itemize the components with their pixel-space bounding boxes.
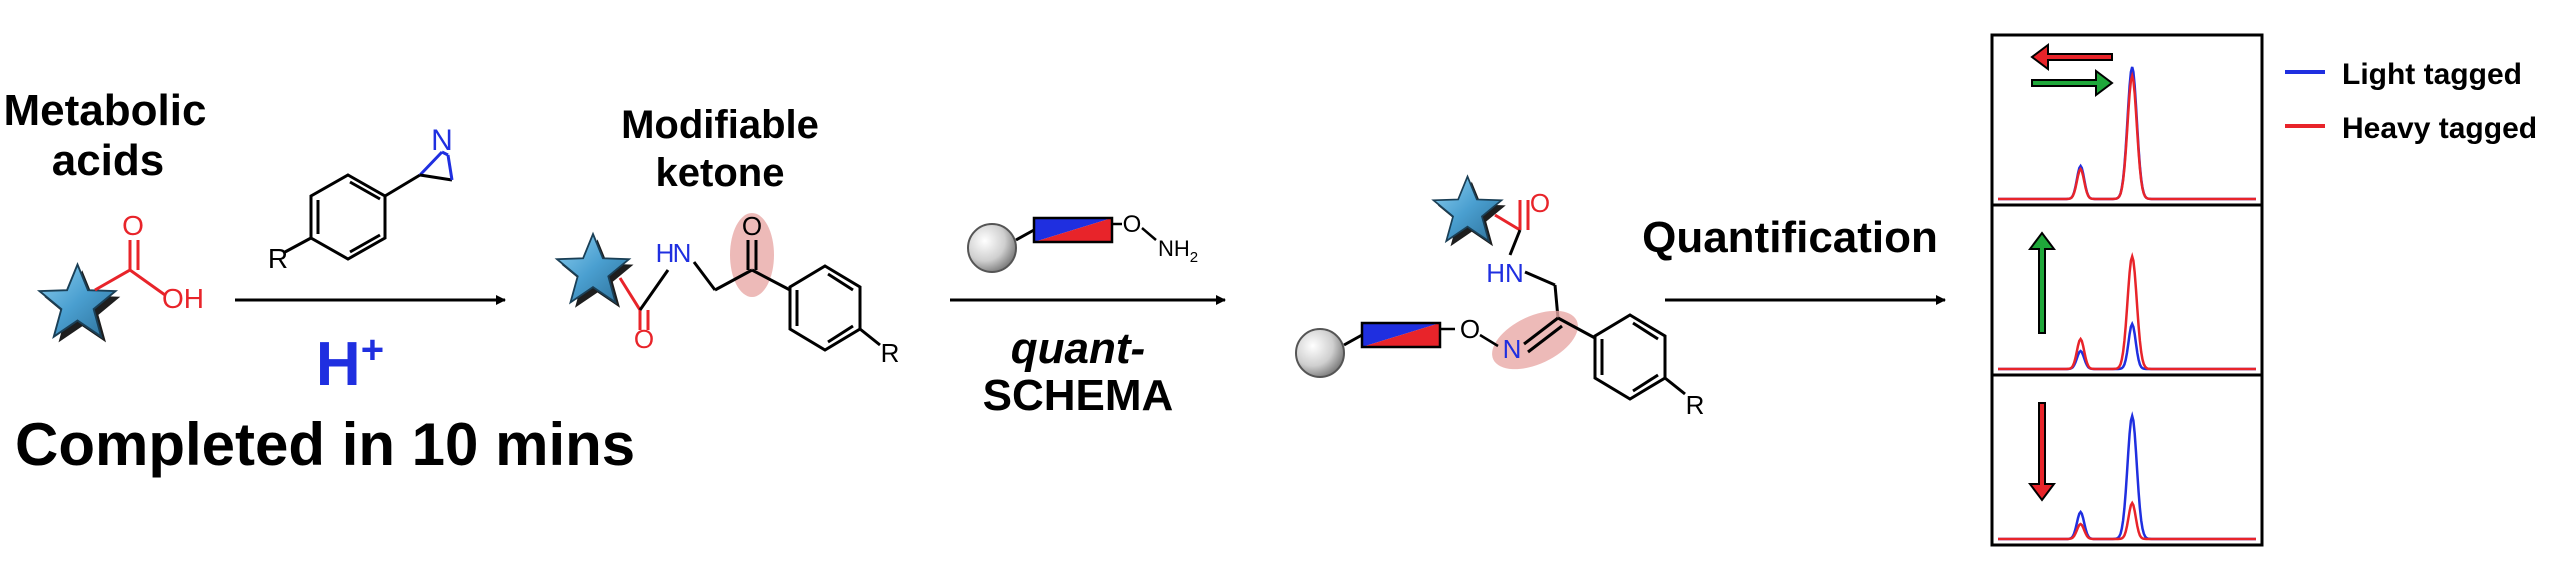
- quantification-label: Quantification: [1642, 213, 1938, 262]
- product-amide-label: HN: [1486, 258, 1524, 288]
- step2-title-line2: ketone: [656, 151, 785, 195]
- acid-hydroxyl-label: OH: [162, 283, 204, 314]
- acid-molecule: O OH: [38, 210, 204, 344]
- amide-h-label: H: [656, 238, 675, 268]
- step1-title-line1: Metabolic: [4, 86, 207, 135]
- chromatogram-panel-3: [1990, 373, 2264, 547]
- metabolite-star-icon: [38, 263, 122, 344]
- method-label-line2: SCHEMA: [983, 371, 1174, 420]
- trace-heavy-panel-2: [1998, 252, 2256, 371]
- diazirine-reagent: N R: [268, 124, 454, 274]
- amide-nitrogen-label: N: [673, 238, 692, 268]
- bead-tag-icon: [966, 216, 1114, 274]
- acid-catalyst-label: H+: [316, 328, 384, 399]
- up-arrow-icon: [2028, 231, 2056, 334]
- oxime-nitrogen-label: N: [1503, 334, 1522, 364]
- chromatogram-panels: [1990, 33, 2264, 547]
- trace-heavy-panel-3: [1998, 500, 2256, 541]
- legend-label-light: Light tagged: [2342, 58, 2522, 91]
- step1-title-line2: acids: [52, 136, 165, 185]
- metabolite-star-icon: [1432, 175, 1507, 248]
- trace-light-panel-2: [1998, 320, 2256, 371]
- oxime-highlight: [1492, 310, 1578, 370]
- aminooxy-reagent: O NH2: [966, 211, 1198, 274]
- trace-heavy-panel-1: [1998, 71, 2256, 201]
- product-r-label: R: [1686, 390, 1705, 420]
- ketone-molecule: O N H O R: [556, 211, 900, 368]
- step2-title-line1: Modifiable: [621, 103, 819, 147]
- reaction-time-note: Completed in 10 mins: [15, 411, 635, 478]
- left-arrow-icon: [2030, 43, 2113, 71]
- oxime-product: O HN O N R: [1294, 175, 1705, 420]
- ketone-oxo-label: O: [742, 211, 762, 241]
- down-arrow-icon: [2028, 402, 2056, 502]
- oxime-oxygen-label: O: [1460, 314, 1480, 344]
- legend-label-heavy: Heavy tagged: [2342, 112, 2537, 145]
- reagent-oxygen-label: O: [1123, 211, 1142, 238]
- product-oxo-label: O: [1530, 188, 1550, 218]
- acid-oxo-label: O: [122, 210, 144, 241]
- ketone-r-label: R: [881, 338, 900, 368]
- diazirine-r-label: R: [268, 243, 288, 274]
- method-label-line1: quant-: [1011, 324, 1145, 373]
- reagent-amine-label: NH2: [1158, 236, 1198, 266]
- metabolite-star-icon: [556, 233, 635, 309]
- diazirine-nitrogen-label: N: [431, 124, 453, 157]
- legend: Light tagged Heavy tagged: [2285, 58, 2537, 145]
- right-arrow-icon: [2031, 69, 2114, 97]
- amide-oxo-label: O: [634, 324, 654, 354]
- bead-tag-icon: [1294, 321, 1442, 379]
